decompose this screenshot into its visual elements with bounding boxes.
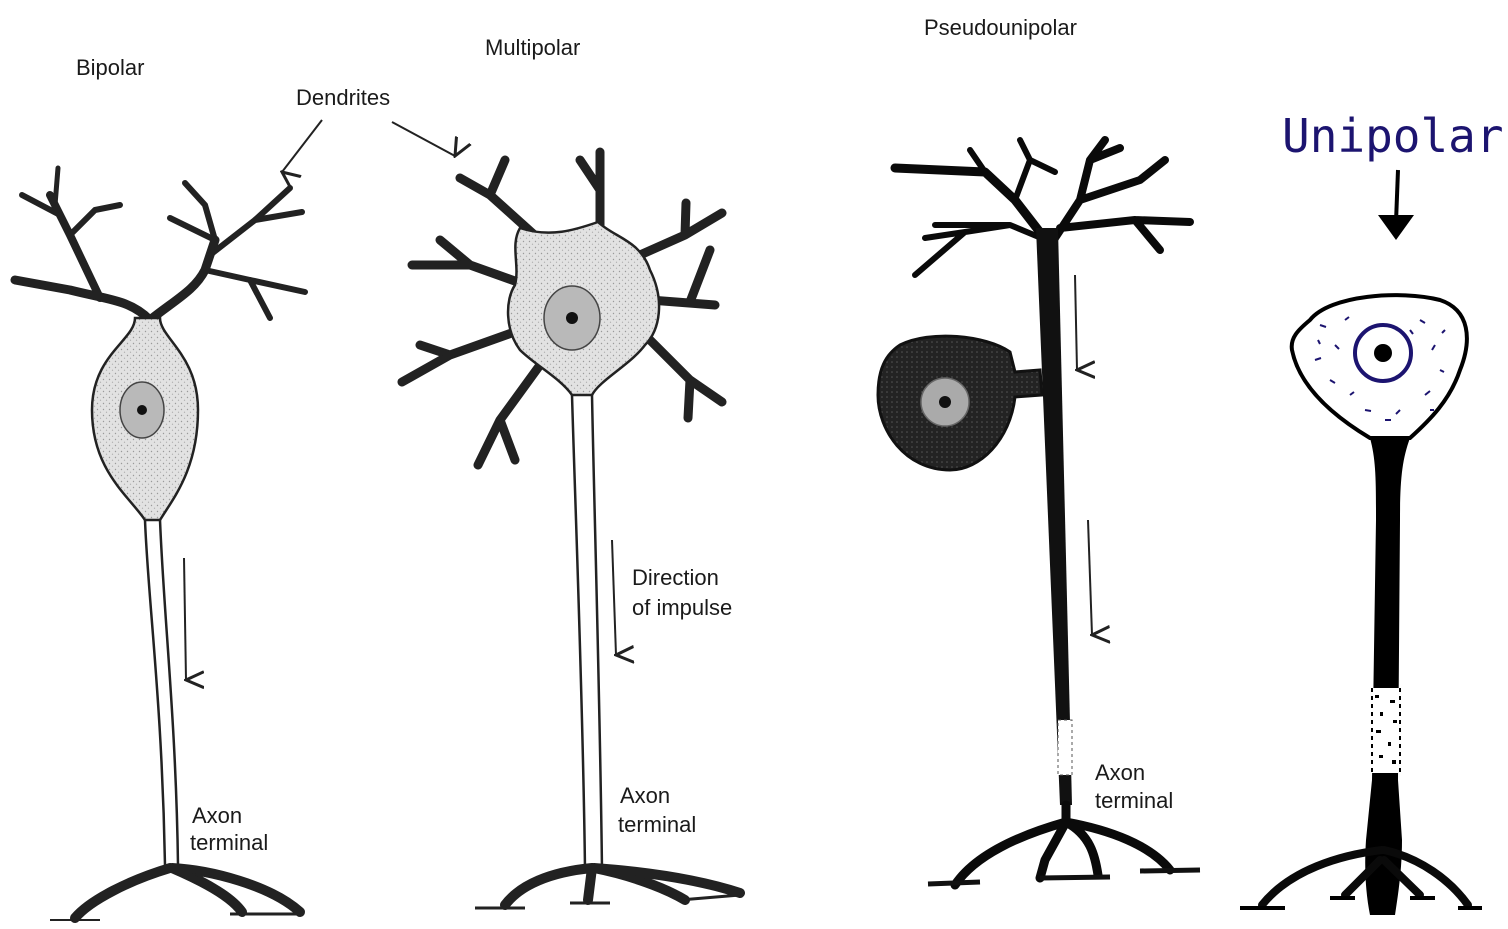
pseudounipolar-neuron: Pseudounipolar Axon terminal — [878, 15, 1200, 885]
pseudounipolar-axon-label-2: terminal — [1095, 788, 1173, 813]
dendrites-arrow-left — [282, 120, 322, 172]
multipolar-title: Multipolar — [485, 35, 580, 60]
pseudounipolar-arrow-upper — [1075, 275, 1077, 370]
multipolar-axon — [572, 395, 602, 870]
unipolar-nucleolus — [1374, 344, 1392, 362]
pseudounipolar-nucleolus — [939, 396, 951, 408]
bipolar-neuron: Bipolar — [15, 55, 305, 920]
direction-label-2: of impulse — [632, 595, 732, 620]
pseudounipolar-title: Pseudounipolar — [924, 15, 1077, 40]
multipolar-nucleolus — [566, 312, 578, 324]
unipolar-axon-terminals — [1240, 850, 1482, 908]
dendrites-label: Dendrites — [296, 85, 390, 110]
pseudounipolar-central-process — [1036, 228, 1072, 805]
dendrites-arrow-right — [392, 122, 455, 156]
multipolar-impulse-arrow — [612, 540, 616, 655]
bipolar-nucleolus — [137, 405, 147, 415]
bipolar-axon-label-2: terminal — [190, 830, 268, 855]
pseudounipolar-axon-label-1: Axon — [1095, 760, 1145, 785]
unipolar-axon — [1365, 438, 1410, 915]
dendrites-callout: Dendrites — [282, 85, 455, 172]
bipolar-impulse-arrow — [184, 558, 186, 680]
unipolar-arrow-shaft — [1396, 170, 1398, 222]
bipolar-dendrites — [15, 168, 305, 320]
pseudounipolar-arrow-lower — [1088, 520, 1092, 635]
bipolar-axon — [145, 520, 178, 865]
unipolar-neuron: Unipolar — [1240, 109, 1504, 915]
multipolar-axon-label-1: Axon — [620, 783, 670, 808]
multipolar-axon-terminals — [475, 868, 740, 908]
pseudounipolar-axon-terminals — [928, 805, 1200, 885]
multipolar-axon-label-2: terminal — [618, 812, 696, 837]
unipolar-arrow-head — [1378, 215, 1414, 240]
bipolar-axon-terminals — [50, 868, 300, 920]
pseudounipolar-process-gap — [1058, 720, 1072, 775]
multipolar-neuron: Multipolar Direction of impulse Axon ter… — [402, 35, 740, 908]
bipolar-axon-label-1: Axon — [192, 803, 242, 828]
direction-label-1: Direction — [632, 565, 719, 590]
bipolar-title: Bipolar — [76, 55, 144, 80]
unipolar-title: Unipolar — [1282, 109, 1504, 163]
